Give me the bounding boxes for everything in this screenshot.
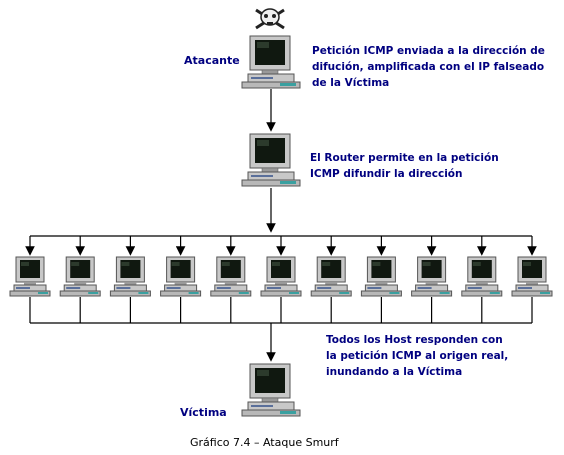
host-computer-icon bbox=[461, 256, 503, 297]
router-note-line: El Router permite en la petición bbox=[310, 152, 499, 164]
victim-label: Víctima bbox=[180, 406, 227, 419]
router-note-line: ICMP difundir la dirección bbox=[310, 168, 463, 180]
hosts-note-line: Todos los Host responden con bbox=[326, 334, 503, 346]
attacker-note: Petición ICMP enviada a la dirección de … bbox=[312, 43, 545, 91]
attacker-note-line: Petición ICMP enviada a la dirección de bbox=[312, 45, 545, 57]
host-computer-icon bbox=[9, 256, 51, 297]
host-computer-icon bbox=[360, 256, 402, 297]
attacker-note-line: difución, amplificada con el IP falseado bbox=[312, 61, 545, 73]
host-computer-icon bbox=[160, 256, 202, 297]
host-computer-icon bbox=[59, 256, 101, 297]
hosts-note: Todos los Host responden con la petición… bbox=[326, 332, 508, 380]
host-computer-icon bbox=[109, 256, 151, 297]
hosts-row bbox=[9, 236, 553, 323]
host-computer-icon bbox=[411, 256, 453, 297]
host-computer-icon bbox=[260, 256, 302, 297]
host-computer-icon bbox=[310, 256, 352, 297]
router-note: El Router permite en la petición ICMP di… bbox=[310, 150, 499, 182]
attacker-label: Atacante bbox=[184, 54, 240, 67]
hosts-note-line: inundando a la Víctima bbox=[326, 366, 463, 378]
victim-computer-icon bbox=[241, 363, 301, 417]
hosts-note-line: la petición ICMP al origen real, bbox=[326, 350, 509, 362]
skull-crossbones-icon bbox=[255, 8, 285, 30]
attacker-computer-icon bbox=[241, 35, 301, 89]
host-computer-icon bbox=[511, 256, 553, 297]
attacker-note-line: de la Víctima bbox=[312, 77, 390, 89]
host-computer-icon bbox=[210, 256, 252, 297]
router-computer-icon bbox=[241, 133, 301, 187]
figure-caption: Gráfico 7.4 – Ataque Smurf bbox=[190, 436, 339, 449]
